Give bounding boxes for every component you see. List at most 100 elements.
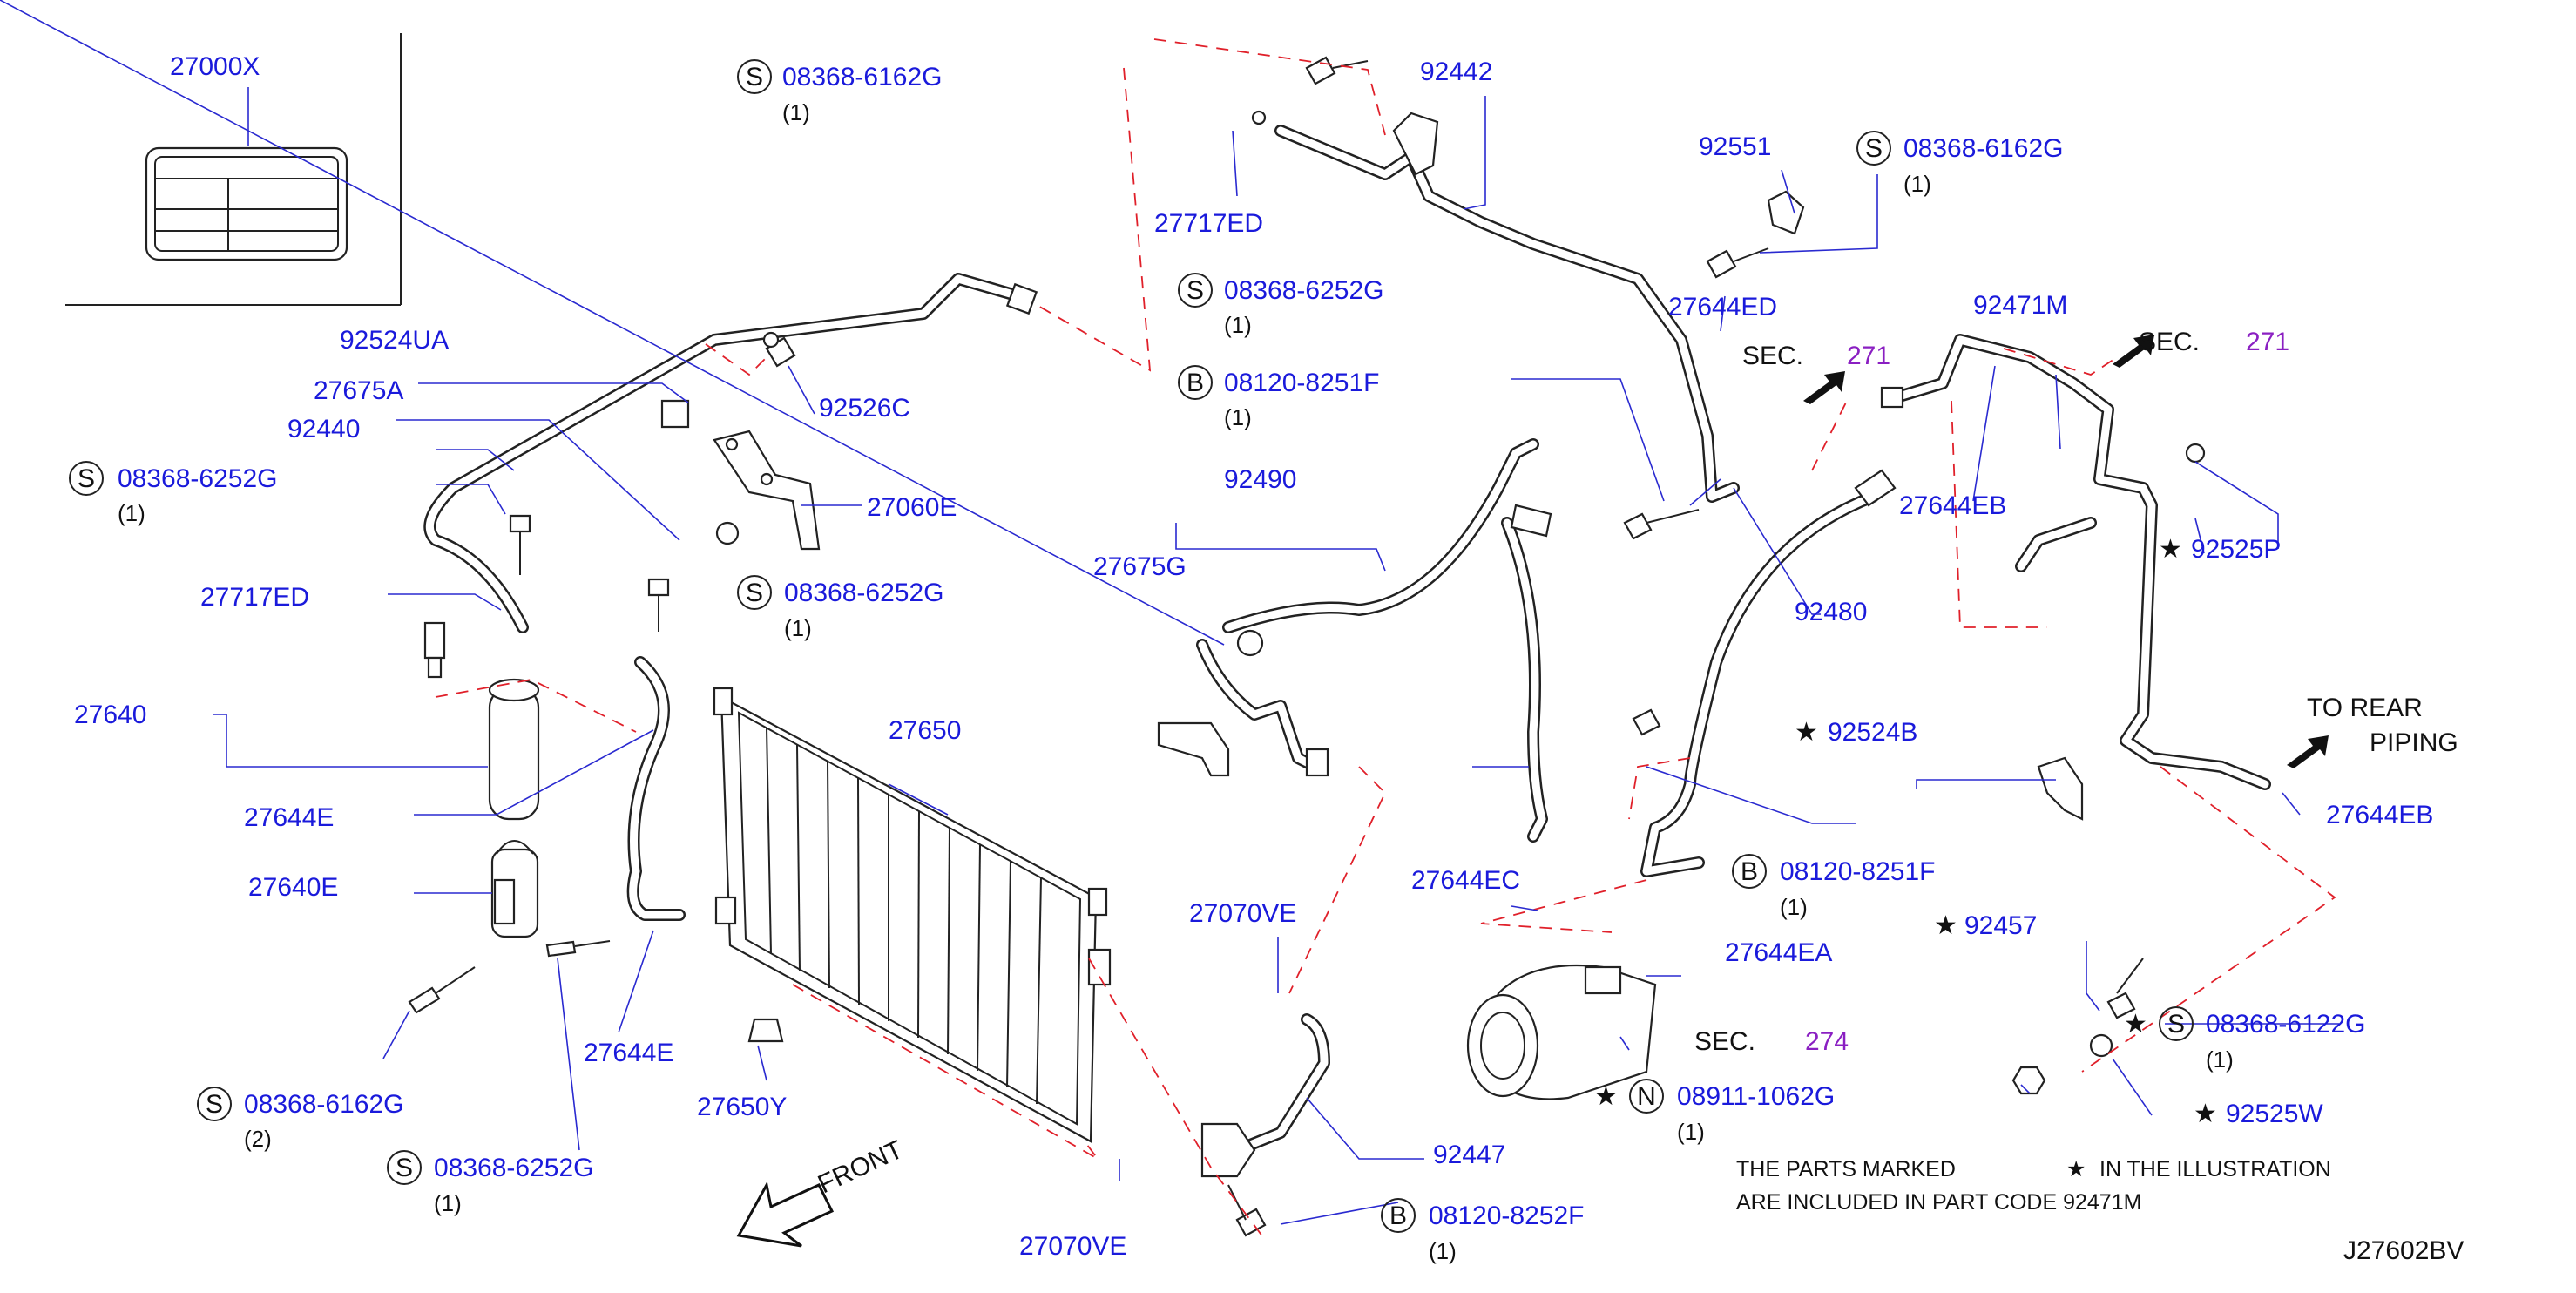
svg-text:08120-8252F: 08120-8252F bbox=[1429, 1202, 1584, 1230]
callout-92480[interactable]: 92480 bbox=[1795, 598, 1867, 626]
section-ref-274[interactable]: SEC. 274 bbox=[1694, 1027, 1849, 1056]
callout-27644ec[interactable]: 27644EC bbox=[1411, 866, 1520, 895]
callout-92447[interactable]: 92447 bbox=[1433, 1141, 1505, 1169]
fastener-f10[interactable]: B 08120-8251F (1) bbox=[1732, 854, 1935, 920]
callout-92524ua[interactable]: 92524UA bbox=[340, 326, 449, 355]
svg-text:08368-6252G: 08368-6252G bbox=[118, 464, 278, 493]
callout-27717ed-left[interactable]: 27717ED bbox=[200, 583, 309, 612]
condenser-27650[interactable] bbox=[713, 687, 1112, 1143]
pipe-92471m[interactable] bbox=[1880, 334, 2271, 821]
svg-text:271: 271 bbox=[1847, 342, 1890, 370]
callout-27675g[interactable]: 27675G bbox=[1093, 552, 1187, 581]
fastener-f2[interactable]: S 08368-6252G (1) bbox=[69, 461, 278, 526]
svg-text:(1): (1) bbox=[782, 99, 810, 125]
grommet-27675a[interactable] bbox=[715, 521, 740, 545]
callout-27644e-left[interactable]: 27644E bbox=[244, 803, 334, 832]
pipe-drier-to-condenser[interactable] bbox=[626, 656, 686, 921]
pressure-sensor-27717ed[interactable] bbox=[423, 621, 446, 679]
svg-text:08368-6252G: 08368-6252G bbox=[784, 579, 944, 607]
arrow-sec271-a bbox=[1803, 371, 1845, 404]
clip-92551[interactable] bbox=[1706, 190, 1805, 279]
receiver-drier-27640[interactable] bbox=[488, 678, 540, 938]
callout-27644eb-bottom[interactable]: 27644EB bbox=[2326, 801, 2433, 829]
svg-text:B: B bbox=[1187, 369, 1204, 397]
fastener-f3[interactable]: S 08368-6252G (1) bbox=[737, 575, 944, 641]
svg-text:(1): (1) bbox=[1677, 1119, 1705, 1145]
svg-text:08911-1062G: 08911-1062G bbox=[1677, 1082, 1835, 1111]
fastener-f8[interactable]: B 08120-8252F (1) bbox=[1381, 1198, 1584, 1264]
callout-92471m[interactable]: 92471M bbox=[1973, 291, 2067, 320]
grommet-27675g[interactable] bbox=[1236, 629, 1264, 657]
fastener-f5[interactable]: S 08368-6252G (1) bbox=[387, 1150, 594, 1216]
svg-text:08120-8251F: 08120-8251F bbox=[1224, 369, 1379, 397]
callout-27000x[interactable]: 27000X bbox=[170, 52, 260, 81]
callout-27675a[interactable]: 27675A bbox=[314, 376, 403, 405]
callout-27644ed[interactable]: 27644ED bbox=[1668, 293, 1777, 322]
compressor-sec274[interactable] bbox=[1466, 964, 1657, 1100]
bracket-27060e[interactable] bbox=[713, 430, 821, 551]
callout-27070ve-top[interactable]: 27070VE bbox=[1189, 899, 1296, 928]
svg-text:SEC.: SEC. bbox=[2139, 328, 2200, 356]
clip-92526c[interactable] bbox=[762, 331, 796, 368]
section-ref-271-a[interactable]: SEC. 271 bbox=[1742, 342, 1890, 370]
mount-27650y[interactable] bbox=[747, 1018, 784, 1043]
svg-text:274: 274 bbox=[1805, 1027, 1849, 1056]
callout-92525w[interactable]: 92525W bbox=[2226, 1100, 2323, 1128]
star-92524b: ★ bbox=[1795, 718, 1818, 747]
leader-lines bbox=[0, 0, 2339, 1225]
callout-92490[interactable]: 92490 bbox=[1224, 465, 1296, 494]
svg-text:(1): (1) bbox=[1903, 171, 1931, 197]
fastener-f12[interactable]: S 08368-6122G (1) bbox=[2159, 1006, 2366, 1073]
svg-text:SEC.: SEC. bbox=[1742, 342, 1803, 370]
callout-92524b[interactable]: 92524B bbox=[1828, 718, 1917, 747]
bolt-top-center[interactable] bbox=[1305, 56, 1369, 85]
svg-text:08368-6252G: 08368-6252G bbox=[434, 1154, 594, 1182]
pipe-92440[interactable] bbox=[423, 273, 1038, 633]
callout-92525p[interactable]: 92525P bbox=[2191, 535, 2281, 564]
fastener-f11[interactable]: N 08911-1062G (1) bbox=[1629, 1079, 1835, 1145]
hose-92480[interactable] bbox=[1632, 469, 1897, 877]
callout-27644eb-top[interactable]: 27644EB bbox=[1899, 491, 2006, 520]
bolts-left[interactable] bbox=[408, 514, 670, 1014]
front-arrow-icon bbox=[736, 1181, 835, 1248]
callout-92457[interactable]: 92457 bbox=[1964, 911, 2037, 940]
callout-27640[interactable]: 27640 bbox=[74, 701, 146, 729]
parts-note: THE PARTS MARKED ★ IN THE ILLUSTRATION A… bbox=[1736, 1157, 2331, 1215]
bolt-nut-right[interactable] bbox=[2011, 958, 2144, 1095]
svg-text:SEC.: SEC. bbox=[1694, 1027, 1755, 1056]
callout-92442[interactable]: 92442 bbox=[1420, 58, 1492, 86]
star-92457: ★ bbox=[1934, 911, 1957, 940]
svg-text:S: S bbox=[1187, 276, 1204, 305]
fastener-f7[interactable]: B 08120-8251F (1) bbox=[1178, 365, 1379, 430]
pipe-92442[interactable] bbox=[1251, 110, 1740, 503]
pipe-92447[interactable] bbox=[1200, 1013, 1330, 1237]
svg-text:08368-6162G: 08368-6162G bbox=[244, 1090, 404, 1119]
callout-92526c[interactable]: 92526C bbox=[819, 394, 910, 423]
svg-text:08120-8251F: 08120-8251F bbox=[1780, 857, 1935, 886]
bolt-near-27644ed[interactable] bbox=[1623, 509, 1700, 540]
label-plate-27000x[interactable] bbox=[65, 33, 402, 306]
star-08911-1062g: ★ bbox=[1594, 1082, 1618, 1111]
clamp-92524ua[interactable] bbox=[660, 399, 690, 429]
callout-27717ed-top[interactable]: 27717ED bbox=[1154, 209, 1263, 238]
callout-27650y[interactable]: 27650Y bbox=[697, 1093, 787, 1121]
callout-92551[interactable]: 92551 bbox=[1699, 132, 1771, 161]
svg-text:S: S bbox=[746, 63, 763, 91]
hose-92490-lower[interactable] bbox=[1501, 504, 1552, 843]
callout-27070ve-bottom[interactable]: 27070VE bbox=[1019, 1232, 1126, 1261]
callout-27650[interactable]: 27650 bbox=[889, 716, 961, 745]
fastener-f6[interactable]: S 08368-6252G (1) bbox=[1178, 273, 1384, 338]
callout-27060e[interactable]: 27060E bbox=[867, 493, 957, 522]
fastener-f1[interactable]: S 08368-6162G (1) bbox=[737, 59, 943, 125]
hose-92490[interactable] bbox=[1157, 438, 1539, 777]
fastener-f9[interactable]: S 08368-6162G (1) bbox=[1856, 131, 2064, 197]
callout-92440[interactable]: 92440 bbox=[287, 415, 360, 443]
fastener-f4[interactable]: S 08368-6162G (2) bbox=[197, 1087, 404, 1152]
to-rear-line2: PIPING bbox=[2370, 728, 2458, 757]
section-ref-271-b[interactable]: SEC. 271 bbox=[2139, 328, 2289, 356]
callout-27644e-bottom[interactable]: 27644E bbox=[584, 1039, 673, 1067]
callout-27640e[interactable]: 27640E bbox=[248, 873, 338, 902]
svg-text:B: B bbox=[1741, 857, 1758, 886]
svg-text:(1): (1) bbox=[2206, 1046, 2234, 1073]
callout-27644ea[interactable]: 27644EA bbox=[1725, 938, 1832, 967]
